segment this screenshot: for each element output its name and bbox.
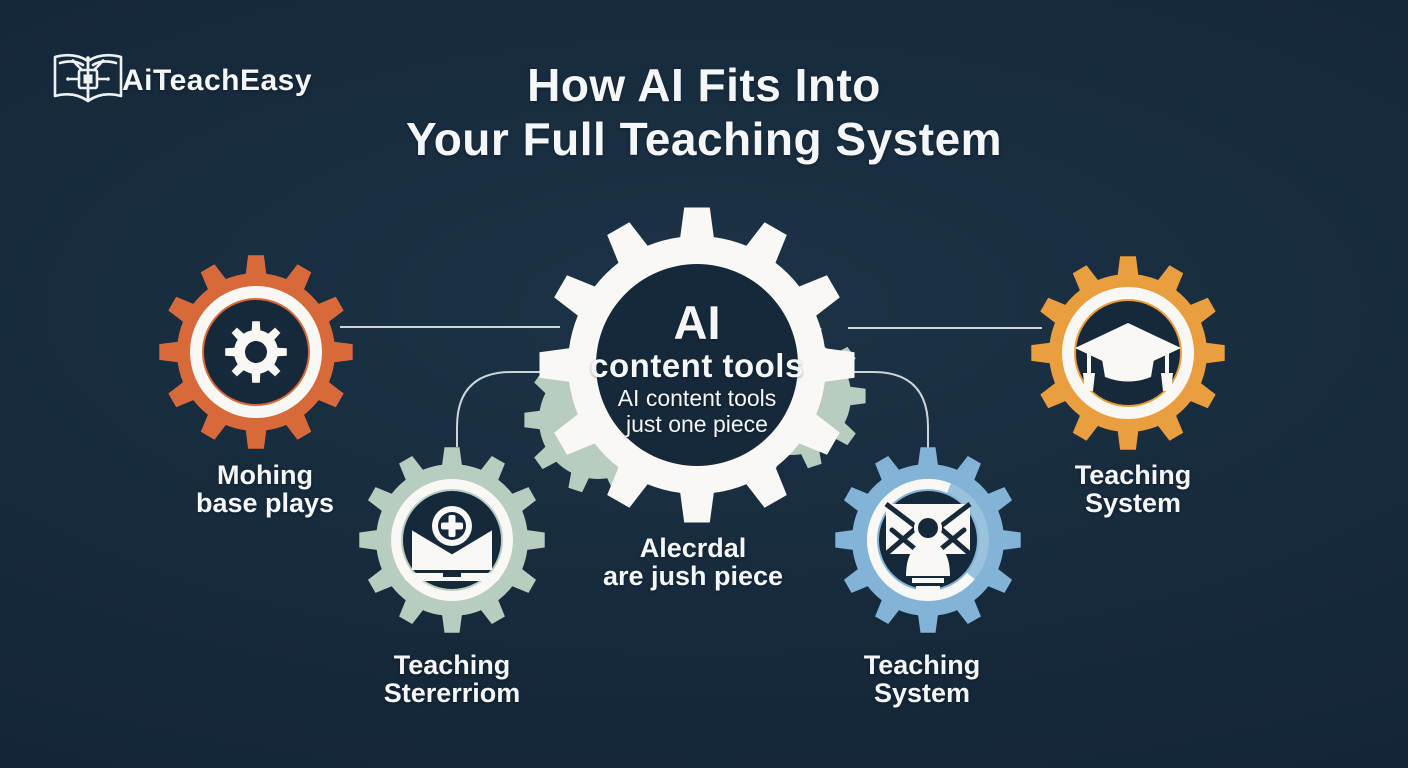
center-heading: AI <box>673 296 721 349</box>
connector-left-curve <box>456 371 545 447</box>
caption-line: are jush piece <box>602 561 784 591</box>
title-line-2: Your Full Teaching System <box>405 113 1003 165</box>
label-line: Teaching <box>393 650 511 680</box>
label-line: Mohing <box>217 460 313 490</box>
gear-ring <box>391 479 513 601</box>
title-line-1: How AI Fits Into <box>527 59 881 111</box>
cog-icon <box>225 321 287 383</box>
book-badge-icon <box>404 506 500 581</box>
gear-bottom-right-blue <box>835 447 1021 633</box>
connector-right-curve <box>848 371 929 448</box>
label-line: System <box>1084 488 1182 518</box>
page-title: How AI Fits Into Your Full Teaching Syst… <box>0 58 1408 166</box>
gear-ring <box>1062 287 1194 419</box>
connector-lines <box>340 326 1042 448</box>
gear-bottom-left-sage <box>359 447 545 633</box>
brand-name: AiTeachEasy <box>122 64 313 97</box>
label-line: Teaching <box>1074 460 1192 490</box>
label-bottom-left-gear: Teaching Stererriom <box>302 651 602 707</box>
gear-right-amber <box>1031 256 1225 450</box>
gear-ring <box>190 286 322 418</box>
label-left-gear: Mohing base plays <box>115 461 415 517</box>
center-gear-core <box>596 264 798 466</box>
center-subheading: content tools <box>590 347 804 384</box>
label-line: base plays <box>195 488 335 518</box>
label-line: System <box>873 678 971 708</box>
center-gear-text: AI content tools AI content tools just o… <box>557 296 837 438</box>
label-line: Teaching <box>863 650 981 680</box>
center-ai-gear <box>539 207 855 523</box>
gear-left-orange <box>159 255 353 449</box>
book-circuit-chip-icon <box>53 53 123 103</box>
label-line: Stererriom <box>383 678 521 708</box>
label-right-gear: Teaching System <box>983 461 1283 517</box>
caption-line: Alecrdal <box>639 533 747 563</box>
graduation-cap-icon <box>1075 323 1181 391</box>
center-body-line-2: just one piece <box>626 411 768 437</box>
label-bottom-right-gear: Teaching System <box>772 651 1072 707</box>
presenter-mail-icon <box>884 502 972 591</box>
center-caption: Alecrdal are jush piece <box>543 534 843 590</box>
center-body-line-1: AI content tools <box>617 385 777 411</box>
